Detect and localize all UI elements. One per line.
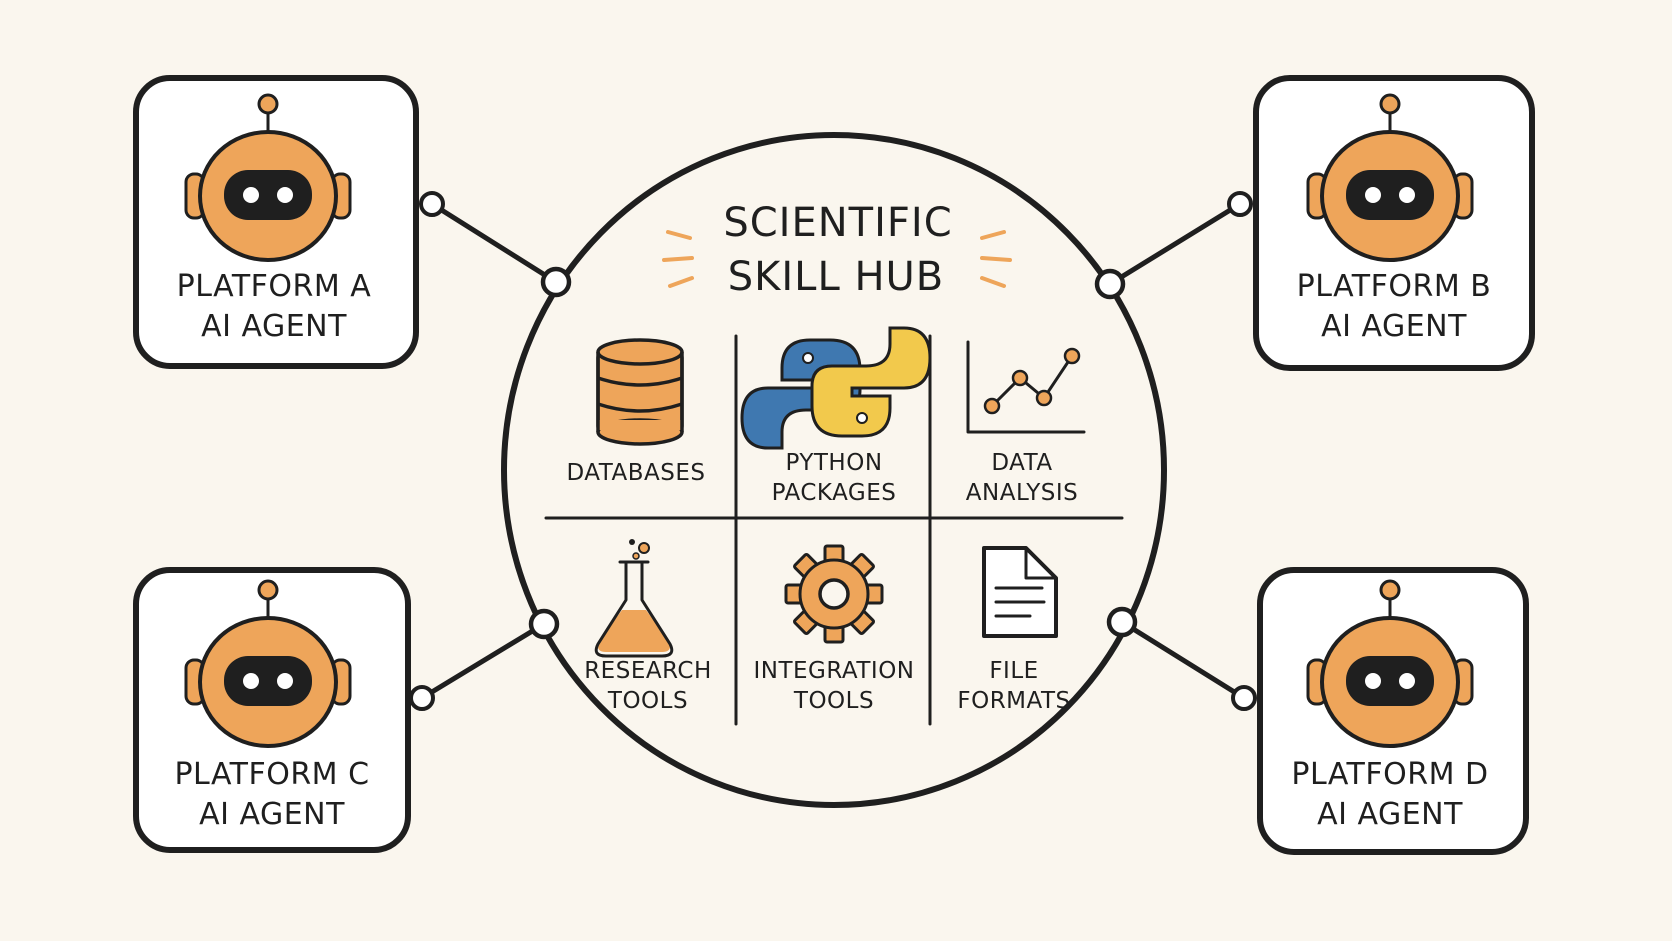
skill-file-formats: FILE FORMATS xyxy=(957,546,1070,714)
skill-label-line2: PACKAGES xyxy=(772,480,897,506)
hub-title-line2: SKILL HUB xyxy=(728,254,945,300)
skill-label-line1: PYTHON xyxy=(785,450,882,476)
agent-port-b xyxy=(1227,191,1253,217)
agent-label-line1: PLATFORM B xyxy=(1297,269,1492,304)
skill-label-line2: TOOLS xyxy=(607,688,688,714)
skill-data-analysis: DATA ANALYSIS xyxy=(966,340,1086,506)
document-icon xyxy=(982,546,1058,638)
gear-icon xyxy=(784,544,884,644)
agent-port-d xyxy=(1231,685,1257,711)
title-accent-right xyxy=(980,230,1012,288)
skill-databases: DATABASES xyxy=(567,338,706,486)
agent-label-line2: AI AGENT xyxy=(1321,309,1467,344)
connector-b xyxy=(1107,201,1243,287)
hub-port-c xyxy=(528,608,560,640)
skill-integration-tools: INTEGRATION TOOLS xyxy=(753,544,914,714)
hub-port-b xyxy=(1094,268,1126,300)
skill-label-line1: INTEGRATION xyxy=(753,658,914,684)
skill-label-line2: FORMATS xyxy=(957,688,1070,714)
hub-port-d xyxy=(1106,606,1138,638)
skill-hub: SCIENTIFIC SKILL HUB DATABASES xyxy=(501,132,1167,808)
agent-label-line2: AI AGENT xyxy=(201,309,347,344)
title-accent-left xyxy=(662,230,694,288)
agent-platform-d: PLATFORM D AI AGENT xyxy=(1231,567,1529,855)
connector-c xyxy=(419,621,547,701)
agent-label-line2: AI AGENT xyxy=(199,797,345,832)
agent-label-line1: PLATFORM C xyxy=(174,757,369,792)
connector-d xyxy=(1119,619,1247,701)
agent-port-c xyxy=(409,685,435,711)
agent-port-a xyxy=(419,191,445,217)
agent-platform-b: PLATFORM B AI AGENT xyxy=(1227,75,1535,371)
python-icon xyxy=(740,326,932,450)
line-chart-icon xyxy=(966,340,1086,434)
skill-label-line2: ANALYSIS xyxy=(966,480,1078,506)
skill-label-line2: TOOLS xyxy=(793,688,874,714)
skill-label-line1: FILE xyxy=(989,658,1038,684)
agent-label-line1: PLATFORM A xyxy=(177,269,372,304)
hub-grid xyxy=(544,334,1124,726)
hub-title-line1: SCIENTIFIC xyxy=(723,200,952,246)
skill-python-packages: PYTHON PACKAGES xyxy=(740,326,932,506)
skill-label-line1: RESEARCH xyxy=(584,658,712,684)
flask-icon xyxy=(594,539,674,658)
connectors xyxy=(419,201,1247,701)
database-icon xyxy=(596,338,684,446)
skill-label-line1: DATABASES xyxy=(567,460,706,486)
hub-port-a xyxy=(540,266,572,298)
agent-label-line2: AI AGENT xyxy=(1317,797,1463,832)
skill-research-tools: RESEARCH TOOLS xyxy=(584,539,712,714)
connector-a xyxy=(429,201,559,285)
agent-platform-c: PLATFORM C AI AGENT xyxy=(133,567,435,853)
skill-label-line1: DATA xyxy=(991,450,1052,476)
agent-label-line1: PLATFORM D xyxy=(1291,757,1488,792)
agent-platform-a: PLATFORM A AI AGENT xyxy=(133,75,445,369)
